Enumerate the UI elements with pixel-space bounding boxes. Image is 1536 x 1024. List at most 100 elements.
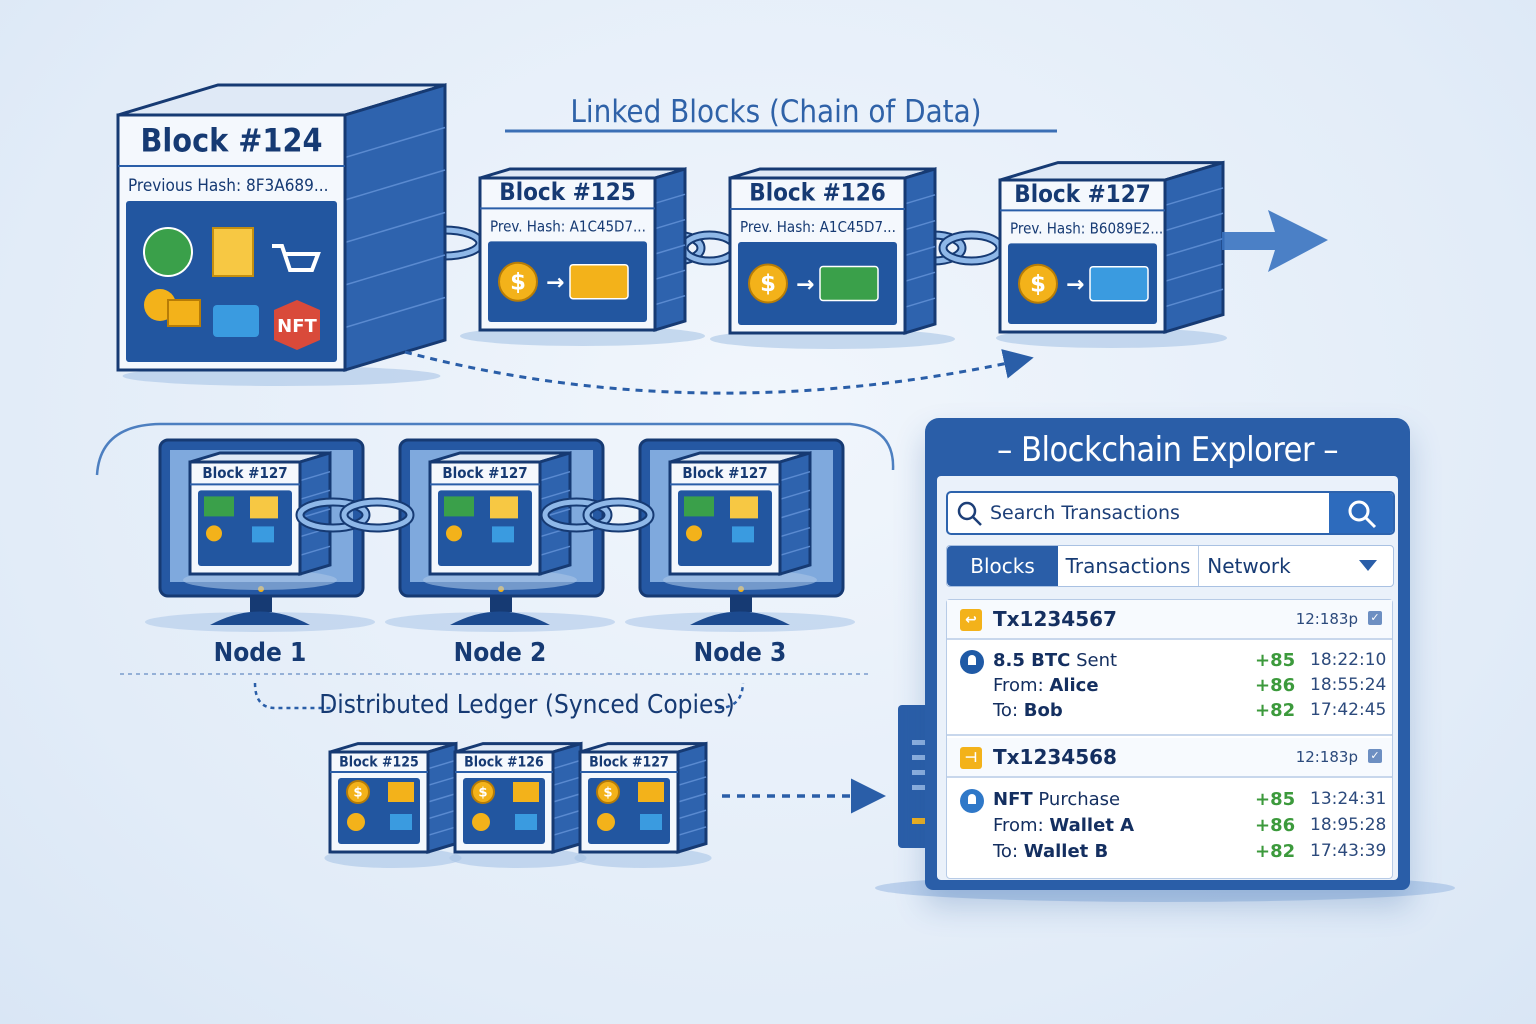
tx-line: To: Bob xyxy=(993,700,1063,721)
mini-block-126: Block #126 $ xyxy=(449,741,587,868)
hash-value: A1C45D7... xyxy=(820,218,896,236)
block-label: Block #127 xyxy=(202,464,287,482)
envelope-icon xyxy=(569,263,629,300)
mini-block-125: Block #125$ xyxy=(324,741,462,868)
ledger-caption: Distributed Ledger (Synced Copies) xyxy=(319,690,735,720)
tx-amount: +86 xyxy=(1255,815,1296,836)
ledger-bracket-right xyxy=(717,682,745,710)
checkbox-icon[interactable]: ✓ xyxy=(1368,611,1382,625)
tx-line: From: Alice xyxy=(993,675,1099,696)
chevron-down-icon[interactable] xyxy=(1359,560,1377,572)
search-button[interactable] xyxy=(1329,493,1393,533)
search-field-icon xyxy=(957,501,982,526)
explorer-tabs: Blocks Transactions Network xyxy=(946,545,1394,587)
tab-blocks[interactable]: Blocks xyxy=(947,546,1058,586)
explorer-body: Search Transactions Blocks Transactions … xyxy=(937,476,1398,880)
node-block: Block #127 xyxy=(423,450,577,590)
wallet-screen-icon xyxy=(1089,265,1149,302)
block-hash: Prev. Hash: A1C45D7... xyxy=(740,218,896,236)
tx-time: 18:95:28 xyxy=(1310,815,1387,835)
transaction-time: 12:183p xyxy=(1295,610,1358,628)
block-label: Block #125 xyxy=(499,178,636,206)
node-block: Block #127 xyxy=(663,450,817,590)
tx-time: 18:55:24 xyxy=(1310,675,1387,695)
briefcase-icon xyxy=(213,305,259,337)
search-placeholder: Search Transactions xyxy=(990,502,1180,524)
transaction-header[interactable]: ⊣ Tx1234568 12:183p ✓ xyxy=(947,738,1392,778)
document-icon xyxy=(212,227,254,277)
block-hash: Prev. Hash: A1C45D7... xyxy=(490,217,646,235)
tx-time: 17:42:45 xyxy=(1310,700,1387,720)
tx-amount: +85 xyxy=(1255,650,1296,671)
explorer-title: – Blockchain Explorer – xyxy=(996,430,1339,470)
search-icon xyxy=(1348,500,1377,529)
tab-transactions[interactable]: Transactions xyxy=(1058,546,1199,586)
chain-continues-arrow xyxy=(1222,210,1328,272)
transaction-list: ↩ Tx1234567 12:183p ✓ 8.5 BTC Sent +85 1… xyxy=(946,599,1393,879)
tx-amount: +82 xyxy=(1255,700,1296,721)
transaction-id: Tx1234567 xyxy=(993,607,1117,631)
search-input[interactable]: Search Transactions xyxy=(946,491,1395,535)
arrow-right-icon: → xyxy=(796,273,814,298)
block-label: Block #127 xyxy=(1014,180,1151,208)
transaction-time: 12:183p xyxy=(1295,748,1358,766)
card-icon xyxy=(819,265,879,302)
dollar-coin-icon xyxy=(596,780,620,804)
monitor-stand xyxy=(450,611,550,625)
tx-line: To: Wallet B xyxy=(993,841,1109,862)
monitor-stand xyxy=(210,611,310,625)
svg-text:$: $ xyxy=(603,785,612,800)
svg-text:$: $ xyxy=(478,785,487,800)
dollar-coin-icon xyxy=(1018,263,1058,304)
block-label: Block #127 xyxy=(442,464,527,482)
diagram-title: Linked Blocks (Chain of Data) xyxy=(570,94,981,130)
user-icon xyxy=(960,650,984,674)
block-data-panel xyxy=(738,242,897,325)
user-icon xyxy=(960,789,984,813)
tx-time: 17:43:39 xyxy=(1310,841,1387,861)
block-label: Block #124 xyxy=(140,122,322,160)
block-data-panel xyxy=(1008,243,1157,324)
hash-value: A1C45D7... xyxy=(570,217,646,235)
tab-network[interactable]: Network xyxy=(1207,554,1291,578)
arrow-right-icon: → xyxy=(546,271,564,296)
nodes-frame xyxy=(95,422,895,476)
chain-link-icon xyxy=(295,497,415,533)
tx-line: 8.5 BTC Sent xyxy=(993,650,1118,671)
exchange-icon xyxy=(143,227,193,277)
block-hash: Previous Hash: 8F3A689... xyxy=(128,176,328,196)
tx-time: 18:22:10 xyxy=(1310,650,1387,670)
chain-link-icon xyxy=(540,497,655,533)
svg-text:$: $ xyxy=(510,269,526,295)
nft-label: NFT xyxy=(277,316,317,337)
dollar-coin-icon xyxy=(748,263,788,304)
tx-amount: +85 xyxy=(1255,789,1296,810)
tx-amount: +86 xyxy=(1255,675,1296,696)
mini-block-127: Block #127$ xyxy=(574,741,712,868)
tx-time: 13:24:31 xyxy=(1310,789,1387,809)
block-hash: Prev. Hash: B6089E2... xyxy=(1010,219,1163,237)
hash-value: B6089E2... xyxy=(1090,219,1164,237)
transaction-type-icon: ↩ xyxy=(960,609,982,631)
blockchain-explorer-panel: – Blockchain Explorer – Search Transacti… xyxy=(925,418,1410,890)
dollar-coin-icon xyxy=(471,780,495,804)
transaction-header[interactable]: ↩ Tx1234567 12:183p ✓ xyxy=(947,600,1392,640)
dashed-link-arrow xyxy=(404,349,1034,395)
svg-text:$: $ xyxy=(1030,271,1046,297)
nft-badge-icon xyxy=(274,300,320,350)
block-label: Block #127 xyxy=(682,464,767,482)
node-label: Node 2 xyxy=(454,638,547,668)
node-label: Node 3 xyxy=(694,638,787,668)
block-label: Block #126 xyxy=(464,754,544,770)
node-block: Block #127 xyxy=(183,450,337,590)
transaction-type-icon: ⊣ xyxy=(960,747,982,769)
checkbox-icon[interactable]: ✓ xyxy=(1368,749,1382,763)
transaction-id: Tx1234568 xyxy=(993,745,1117,769)
